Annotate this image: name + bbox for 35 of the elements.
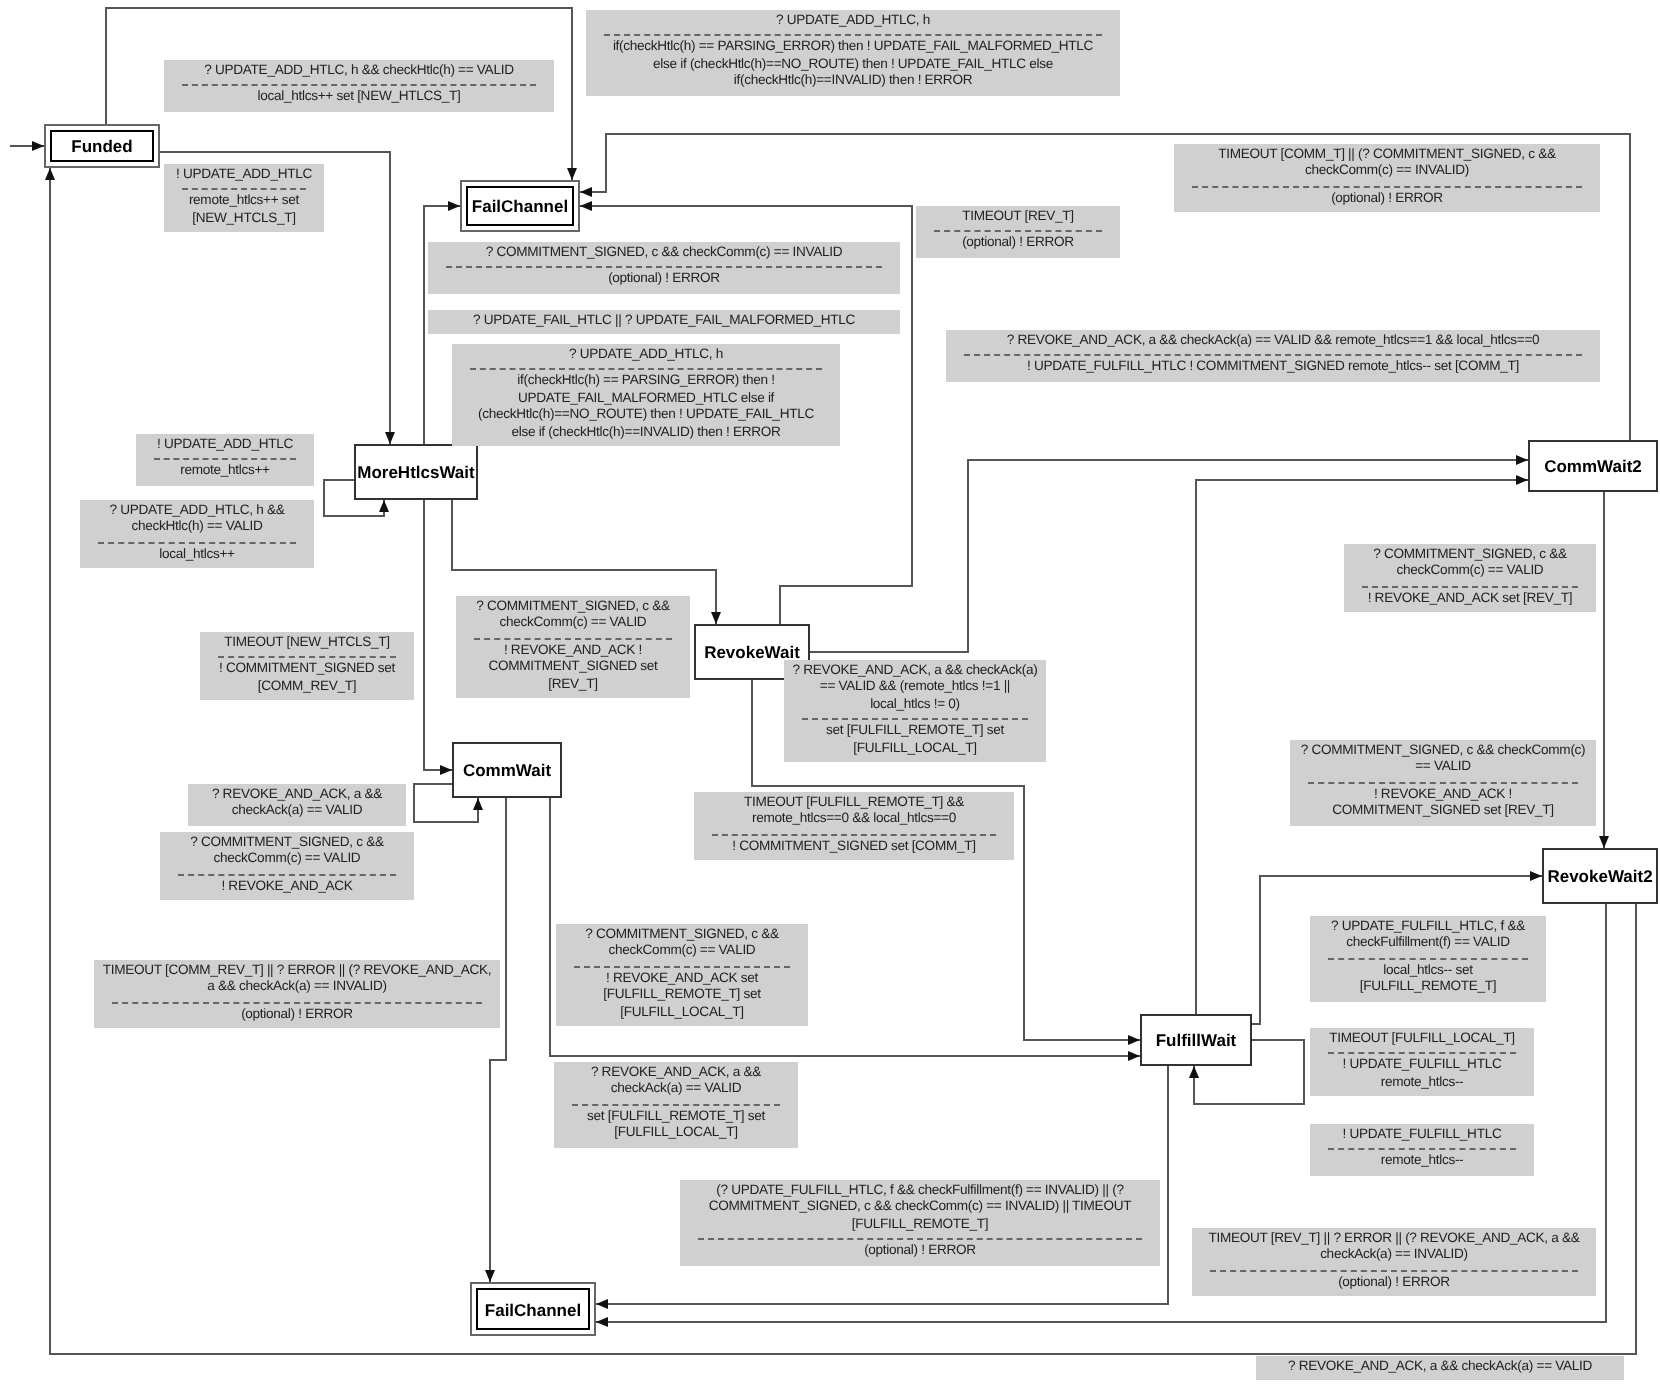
- transition-arrow: [451, 499, 721, 625]
- transition-arrow: [579, 201, 913, 625]
- state-box: [452, 742, 562, 798]
- transition-arrow: [9, 141, 45, 151]
- transition-arrow: [413, 783, 483, 823]
- state-name: FulfillWait: [1155, 1030, 1237, 1050]
- transition-arrow: [45, 167, 1637, 1355]
- state-name: MoreHtlcsWait: [357, 462, 475, 482]
- transition-arrow: [1599, 491, 1609, 849]
- transition-arrow: [1195, 475, 1529, 1015]
- state-box: [1140, 1014, 1252, 1066]
- state-box: [1528, 440, 1658, 492]
- state-box: [354, 444, 478, 500]
- transition-arrow: [423, 201, 461, 445]
- transition-arrow: [105, 7, 577, 181]
- transition-arrow: [579, 133, 1631, 441]
- state-name: CommWait: [462, 760, 552, 780]
- transition-arrow: [485, 797, 507, 1283]
- transition-arrow: [751, 679, 1141, 1045]
- transition-arrow: [1251, 871, 1543, 1025]
- transition-arrow: [595, 903, 1607, 1327]
- state-box: [1542, 848, 1658, 904]
- transition-arrow: [423, 499, 453, 775]
- transition-arrow: [323, 479, 389, 517]
- transition-arrow: [1189, 1039, 1305, 1105]
- state-name: CommWait2: [1544, 456, 1642, 476]
- transition-arrow: [159, 151, 395, 445]
- transition-arrow: [809, 455, 1529, 653]
- state-name: FailChannel: [476, 1288, 590, 1330]
- state-name: Funded: [50, 130, 154, 162]
- transition-arrow: [595, 1065, 1169, 1309]
- transition-arrow: [549, 797, 1141, 1061]
- state-name: FailChannel: [466, 186, 574, 226]
- state-name: RevokeWait: [704, 642, 800, 662]
- state-name: RevokeWait2: [1547, 866, 1653, 886]
